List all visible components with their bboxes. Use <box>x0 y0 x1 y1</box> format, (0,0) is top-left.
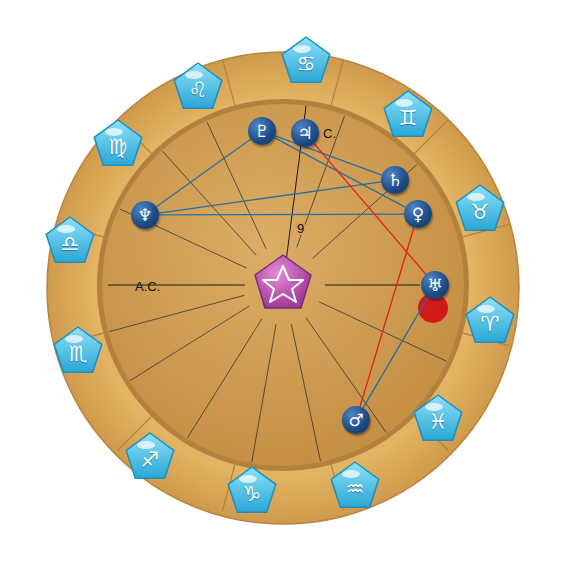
stone-highlight <box>57 225 75 233</box>
planet-glyph: ♂ <box>342 406 370 434</box>
stone-highlight <box>137 441 155 449</box>
aspect-line <box>159 182 381 213</box>
planet-glyph: ♆ <box>131 201 159 229</box>
sign-stone <box>94 120 142 165</box>
planet-glyph: ♄ <box>381 166 409 194</box>
sign-stone <box>228 467 276 512</box>
aspect-line <box>275 136 382 175</box>
planet-glyph: ♇ <box>248 117 276 145</box>
stone-highlight <box>467 193 485 201</box>
planet-glyph: ♅ <box>421 271 449 299</box>
planet-stone: ♄ <box>381 166 409 194</box>
sign-glyph-libra: ♎ <box>61 234 80 255</box>
sign-glyph-aquarius: ♒ <box>346 479 365 500</box>
sign-glyph-capricorn: ♑ <box>243 484 262 505</box>
sign-stone <box>384 91 432 136</box>
ascendant-label: A.C. <box>135 280 160 293</box>
house-number: 9 <box>296 222 305 235</box>
sign-stone <box>54 327 102 372</box>
sign-glyph-virgo: ♍ <box>109 137 128 158</box>
sign-stone <box>282 37 330 82</box>
house-line <box>252 324 276 462</box>
planet-stone: ♅ <box>421 271 449 299</box>
midheaven-label: C. <box>323 127 336 140</box>
planet-glyph: ♀ <box>404 200 432 228</box>
sign-glyph-aries: ♈ <box>481 314 500 335</box>
planet-stone: ♇ <box>248 117 276 145</box>
aspect-line <box>159 213 404 215</box>
stone-highlight <box>239 475 257 483</box>
sign-stone <box>456 185 504 230</box>
house-line <box>188 319 262 438</box>
sign-glyph-sagittarius: ♐ <box>141 450 160 471</box>
planet-stone: ♆ <box>131 201 159 229</box>
planet-stone: ♂ <box>342 406 370 434</box>
stone-highlight <box>425 403 443 411</box>
house-line <box>291 324 320 461</box>
sign-stone <box>466 297 514 342</box>
house-line <box>109 295 244 331</box>
sign-glyph-pisces: ♓ <box>429 412 448 433</box>
stone-highlight <box>293 45 311 53</box>
stone-highlight <box>185 71 203 79</box>
sign-glyph-leo: ♌ <box>189 80 208 101</box>
stone-highlight <box>105 128 123 136</box>
stone-highlight <box>477 305 495 313</box>
sign-stone <box>174 63 222 108</box>
sign-stone <box>331 462 379 507</box>
sign-stone <box>46 217 94 262</box>
aspect-line <box>360 227 414 406</box>
aspect-line <box>363 297 428 408</box>
sign-glyph-scorpio: ♏ <box>69 344 88 365</box>
sign-glyph-gemini: ♊ <box>399 108 418 129</box>
sign-stone <box>126 433 174 478</box>
sign-glyph-taurus: ♉ <box>471 202 490 223</box>
stone-highlight <box>342 470 360 478</box>
house-line <box>163 151 257 255</box>
house-line <box>313 165 417 259</box>
sector-tick <box>222 59 234 105</box>
planet-stone: ♃ <box>291 119 319 147</box>
house-line <box>130 306 249 380</box>
aspect-line <box>156 139 250 207</box>
sign-glyph-cancer: ♋ <box>297 54 316 75</box>
stone-highlight <box>65 335 83 343</box>
stone-highlight <box>395 99 413 107</box>
planet-stone: ♀ <box>404 200 432 228</box>
planet-glyph: ♃ <box>291 119 319 147</box>
sector-tick <box>331 59 343 105</box>
sign-stone <box>414 395 462 440</box>
